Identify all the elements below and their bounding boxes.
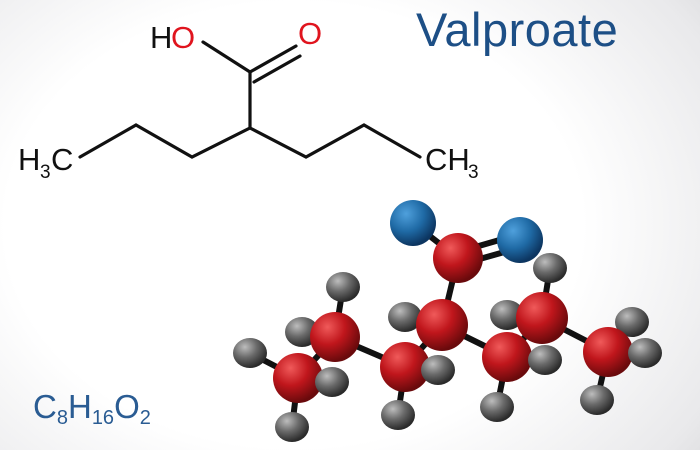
hydroxyl-h-label: H	[150, 20, 172, 55]
left-methyl-subscript: 3	[40, 162, 51, 183]
left-methyl-c-label: C	[51, 142, 73, 177]
compound-title: Valproate	[416, 3, 619, 56]
right-propyl-chain	[248, 123, 422, 159]
hydrogen-atoms	[233, 253, 649, 442]
formula-o: O	[114, 388, 140, 425]
front-hydrogen-atoms	[315, 338, 662, 397]
bond-co-double-1	[248, 44, 298, 74]
formula-c: C	[33, 388, 57, 425]
carbon-atoms	[273, 233, 633, 403]
left-propyl-chain	[78, 123, 252, 159]
carbonyl-o-label: O	[298, 16, 322, 51]
ball-and-stick-model	[233, 200, 662, 442]
hydroxyl-o-label: O	[171, 20, 195, 55]
right-methyl-label: CH	[425, 142, 470, 177]
formula-c-count: 8	[56, 407, 68, 429]
bond-oh	[201, 40, 252, 74]
skeletal-bonds	[78, 40, 422, 159]
molecular-formula: C8H16O2	[33, 388, 151, 430]
formula-h-count: 16	[91, 407, 115, 429]
bond-co-double-2	[252, 54, 302, 84]
oxygen-atoms	[390, 200, 543, 263]
left-methyl-h-label: H	[18, 142, 40, 177]
formula-h: H	[67, 388, 92, 425]
formula-o-count: 2	[139, 407, 151, 429]
right-methyl-subscript: 3	[468, 162, 479, 183]
